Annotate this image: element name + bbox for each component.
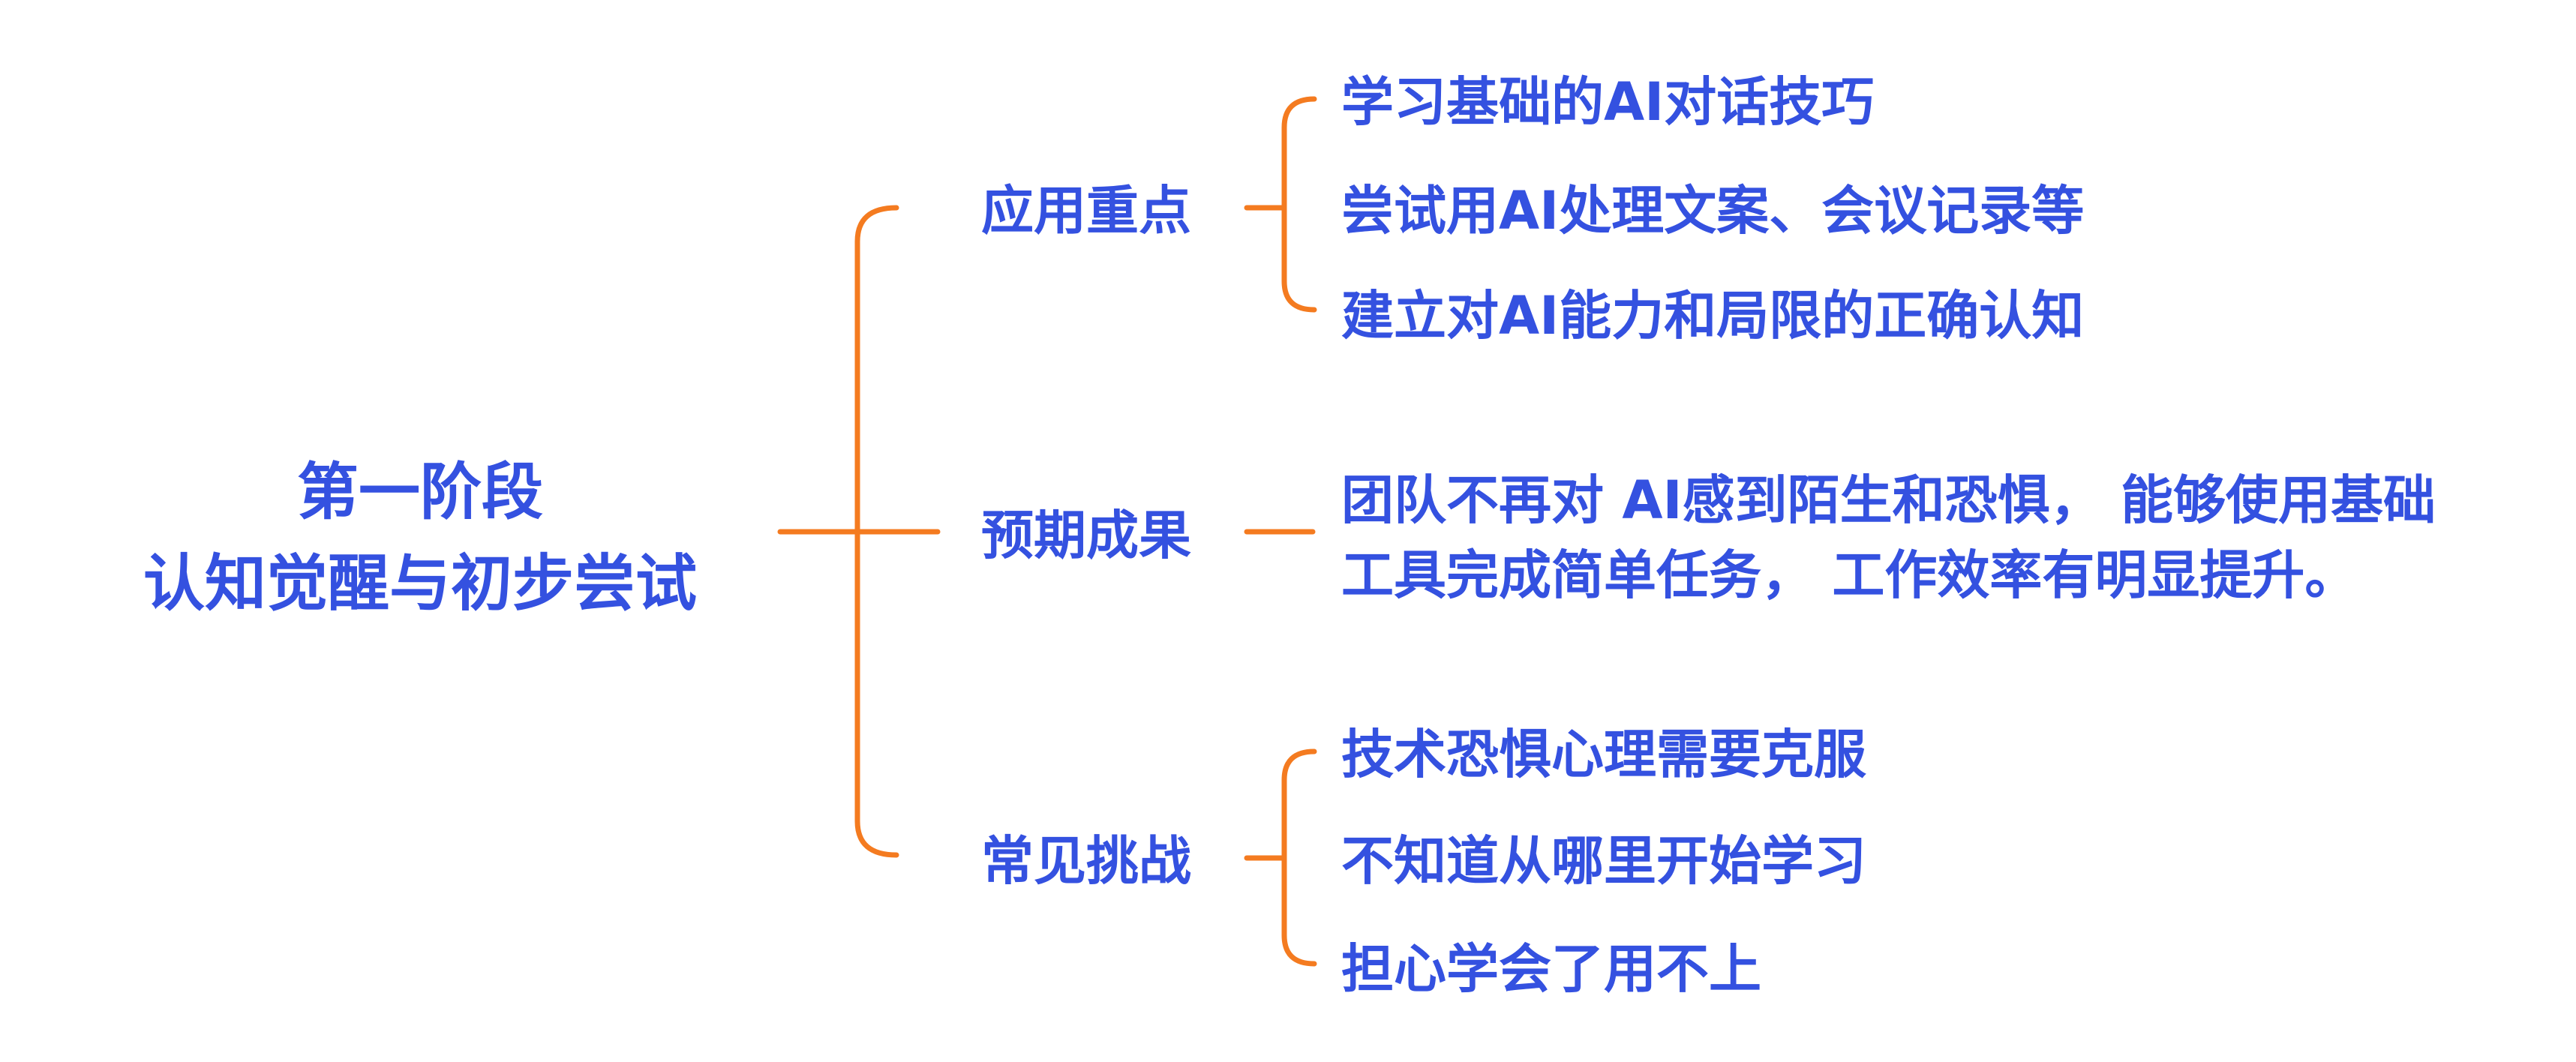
root-title-line-2: 认知觉醒与初步尝试 bbox=[143, 548, 697, 620]
branch-label-expected-results: 预期成果 bbox=[981, 505, 1191, 566]
leaf-item: 不知道从哪里开始学习 bbox=[1341, 830, 1866, 892]
main-bracket bbox=[854, 205, 899, 858]
leaf-item: 学习基础的AI对话技巧 bbox=[1341, 71, 1875, 133]
leaf-item: 尝试用AI处理文案、会议记录等 bbox=[1341, 180, 2085, 242]
leaf-item: 建立对AI能力和局限的正确认知 bbox=[1341, 285, 2085, 346]
branch-3-bracket bbox=[1281, 748, 1317, 967]
leaf-item: 担心学会了用不上 bbox=[1341, 938, 1761, 1000]
branch-1-bracket bbox=[1281, 96, 1317, 313]
leaf-item: 技术恐惧心理需要克服 bbox=[1341, 724, 1866, 785]
expected-results-paragraph-line-1: 团队不再对 AI感到陌生和恐惧， 能够使用基础 bbox=[1341, 470, 2436, 531]
expected-results-paragraph-line-2: 工具完成简单任务， 工作效率有明显提升。 bbox=[1341, 544, 2358, 606]
branch-label-application-focus: 应用重点 bbox=[981, 180, 1191, 242]
branch-label-common-challenges: 常见挑战 bbox=[981, 830, 1191, 892]
root-title-line-1: 第一阶段 bbox=[296, 457, 543, 528]
